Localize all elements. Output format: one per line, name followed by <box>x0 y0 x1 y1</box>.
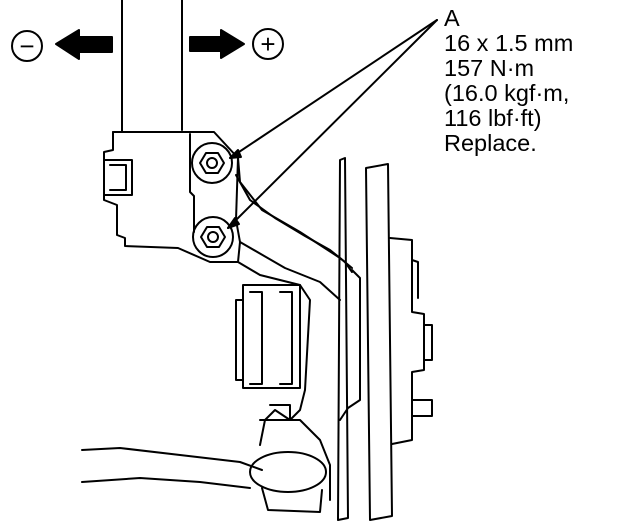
plus-direction-indicator: + <box>189 28 284 60</box>
minus-direction-indicator: − <box>11 29 113 62</box>
plus-symbol: + <box>260 29 275 59</box>
callout-label: A <box>444 5 460 31</box>
bolt-spec-callout: A 16 x 1.5 mm 157 N·m (16.0 kgf·m, 116 l… <box>444 6 573 156</box>
torque-lbf: 116 lbf·ft) <box>444 105 542 131</box>
bolt-size: 16 x 1.5 mm <box>444 30 574 56</box>
callout-leader-lines <box>227 19 438 229</box>
minus-symbol: − <box>19 31 34 61</box>
steering-knuckle <box>235 261 331 501</box>
upper-flange-bolt <box>191 142 233 184</box>
torque-nm: 157 N·m <box>444 55 535 81</box>
strut-bracket <box>103 131 353 301</box>
torque-kgf: (16.0 kgf·m, <box>444 80 570 106</box>
strut-tube <box>121 0 183 133</box>
lower-flange-bolt <box>192 216 234 258</box>
minus-circle-icon <box>11 30 43 62</box>
right-arrow-icon <box>189 29 245 59</box>
replace-note: Replace. <box>444 130 537 156</box>
plus-circle-icon <box>252 28 284 60</box>
lower-control-arm <box>81 447 327 513</box>
wheel-hub <box>389 237 433 445</box>
left-arrow-icon <box>55 29 113 60</box>
brake-disc <box>337 157 393 521</box>
